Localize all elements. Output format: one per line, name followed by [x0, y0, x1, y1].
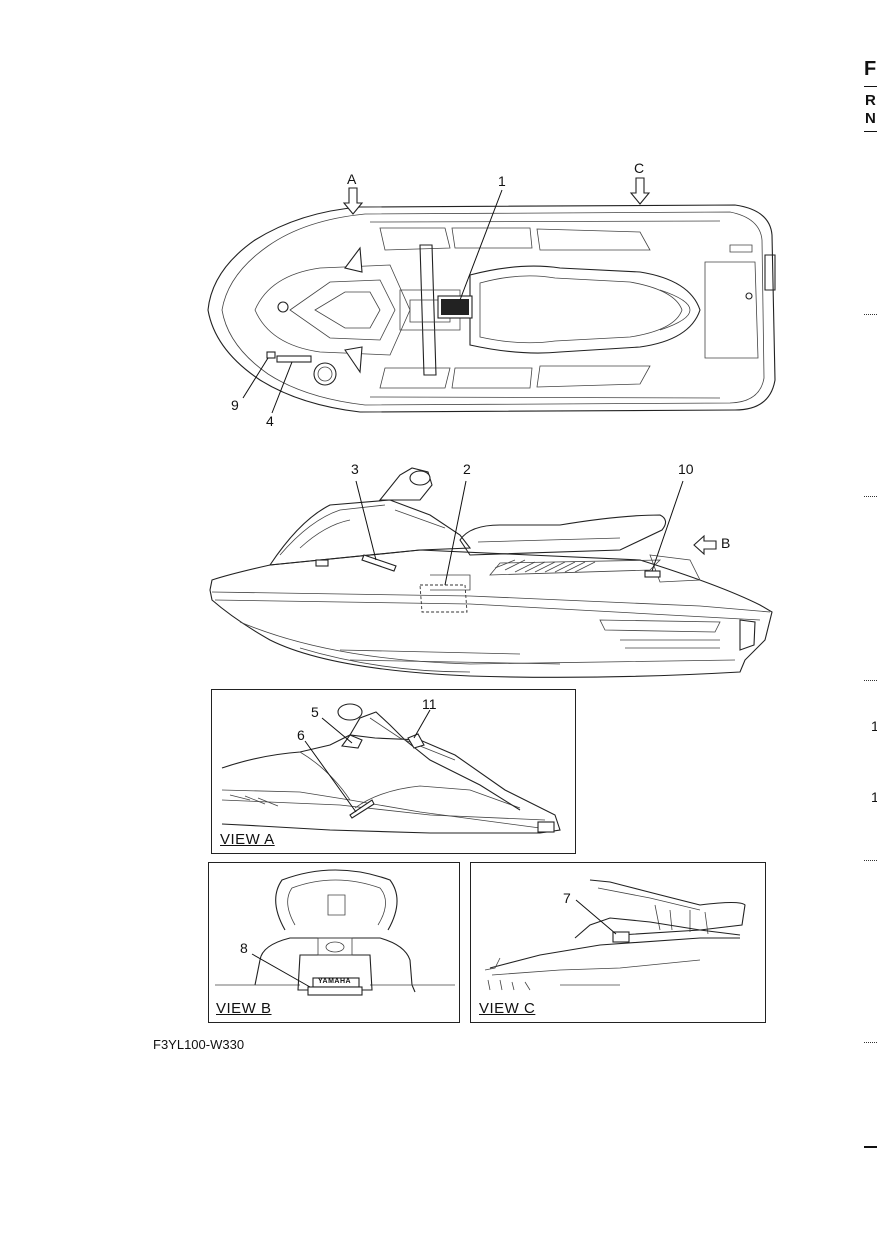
edge-dots: [864, 1042, 877, 1043]
callout-6: 6: [297, 727, 305, 743]
edge-letter-r: R: [865, 92, 876, 109]
view-b-panel: [208, 862, 460, 1023]
view-c-title: VIEW C: [479, 1000, 536, 1017]
view-b-title: VIEW B: [216, 1000, 272, 1017]
edge-dots: [864, 496, 877, 497]
figure-code: F3YL100-W330: [153, 1037, 245, 1052]
callout-2: 2: [463, 461, 471, 477]
callout-9: 9: [231, 397, 239, 413]
edge-number: 1: [871, 789, 877, 805]
edge-dots: [864, 314, 877, 315]
callout-3: 3: [351, 461, 359, 477]
edge-number: 1: [871, 718, 877, 734]
edge-dots: [864, 680, 877, 681]
callout-1: 1: [498, 173, 506, 189]
callout-7: 7: [563, 890, 571, 906]
edge-dots: [864, 860, 877, 861]
edge-letter-n: N: [865, 110, 876, 127]
edge-rule: [864, 1146, 877, 1148]
callout-8: 8: [240, 940, 248, 956]
arrow-label-a: A: [347, 171, 357, 187]
arrow-label-b: B: [721, 535, 731, 551]
callout-5: 5: [311, 704, 319, 720]
view-a-title: VIEW A: [220, 831, 275, 848]
arrow-label-c: C: [634, 160, 645, 176]
callout-4: 4: [266, 413, 274, 429]
callout-11: 11: [422, 696, 437, 712]
edge-rule: [864, 86, 877, 87]
view-b-badge: YAMAHA: [318, 978, 352, 985]
edge-letter-f: F: [864, 58, 877, 80]
callout-10: 10: [678, 461, 694, 477]
edge-rule: [864, 131, 877, 132]
